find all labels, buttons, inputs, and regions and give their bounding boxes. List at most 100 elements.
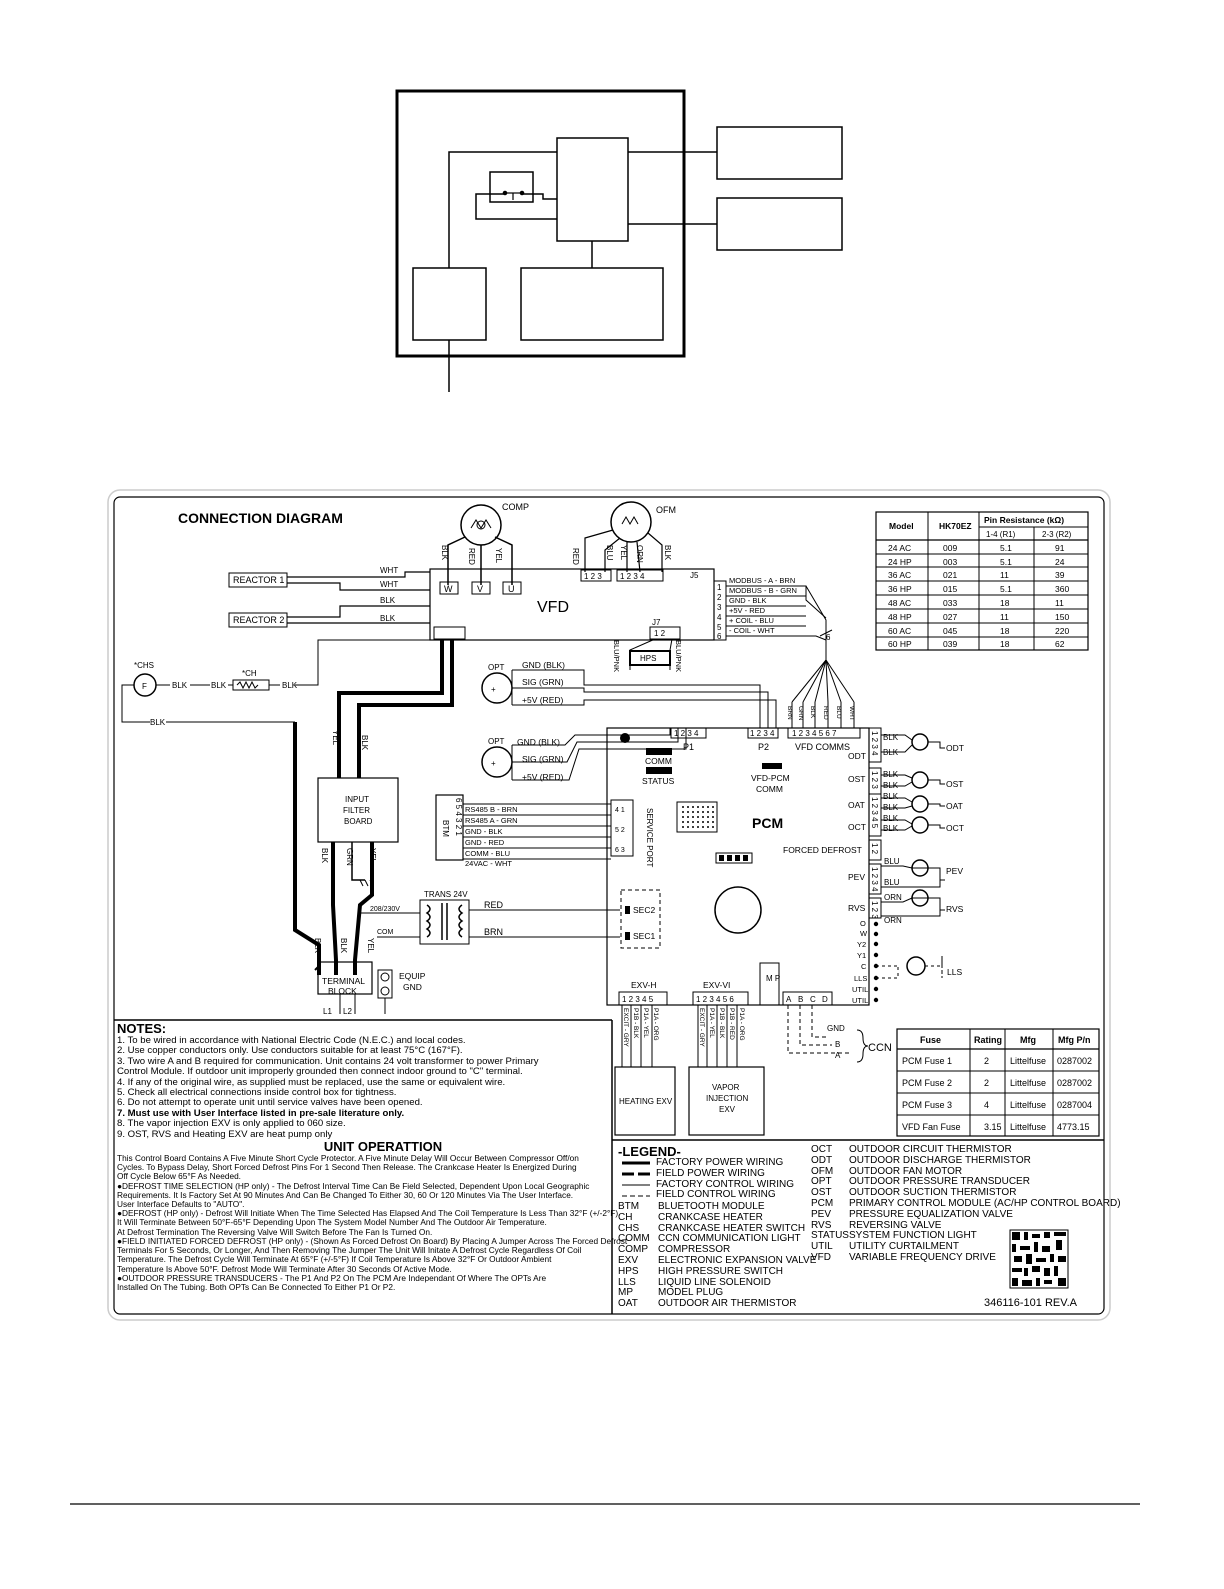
operation-line: At Defrost Termination The Reversing Val… xyxy=(117,1226,433,1237)
legend-desc: CRANKCASE HEATER xyxy=(658,1211,763,1223)
svg-text:1 2 3 4: 1 2 3 4 xyxy=(750,729,775,738)
reactor-wires xyxy=(287,571,430,624)
rvs-sensor-label: RVS xyxy=(946,904,964,914)
legend-desc: HIGH PRESSURE SWITCH xyxy=(658,1265,784,1277)
legend-wiring-item: FACTORY CONTROL WIRING xyxy=(656,1178,794,1190)
reactor-1-label: REACTOR 1 xyxy=(233,575,284,585)
vapor-exv-label: EXV xyxy=(719,1105,736,1114)
j5-label: J5 xyxy=(690,571,699,580)
comp-wire-blk: BLK xyxy=(440,545,449,561)
ccn-wire-b: B xyxy=(835,1040,840,1049)
fuse-table-cell: 0287004 xyxy=(1057,1100,1092,1110)
operation-line: This Control Board Contains A Five Minut… xyxy=(117,1153,579,1164)
note-line: 3. Two wire A and B required for communi… xyxy=(117,1055,539,1067)
pin-table-cell: 91 xyxy=(1055,543,1065,553)
legend-abbrev: OST xyxy=(811,1187,832,1199)
pin-table-cell: 11 xyxy=(1000,570,1009,580)
pin-table-cell: 015 xyxy=(943,584,957,594)
exv-vi-wire: P1B - RED xyxy=(728,1008,735,1040)
fuse-table-cell: Littelfuse xyxy=(1010,1078,1046,1088)
sec-wire-red: RED xyxy=(484,900,504,910)
pin-table-cell: 18 xyxy=(1000,639,1010,649)
modbus-wires xyxy=(726,585,827,641)
oct-sensor-label: OCT xyxy=(946,823,964,833)
bluetooth-module: BTM 6 5 4 3 2 1 RS485 B - BRN RS485 A - … xyxy=(435,794,611,868)
svg-text:6: 6 xyxy=(717,632,722,641)
bus-wire-label: BLU xyxy=(835,706,842,719)
terminal-block-label: TERMINAL xyxy=(322,976,365,986)
legend-desc: CRANKCASE HEATER SWITCH xyxy=(658,1222,806,1234)
ofm-wires xyxy=(584,529,663,573)
notes-title: NOTES: xyxy=(117,1021,167,1036)
pin-table-cell: 360 xyxy=(1055,584,1069,594)
pin-table-cell: 009 xyxy=(943,543,957,553)
svg-text:1 2 3 4 5: 1 2 3 4 5 xyxy=(622,995,654,1004)
ccn-label: CCN xyxy=(868,1042,892,1054)
wire-label-blk: BLK xyxy=(883,824,899,833)
legend-desc: CCN COMMUNICATION LIGHT xyxy=(658,1233,801,1245)
ofm-wire-red: RED xyxy=(571,548,580,565)
terminal-block: TERMINAL BLOCK BLK BLK YEL L1 L2 EQUIP G… xyxy=(313,938,426,1016)
modbus-wire-label: +5V - RED xyxy=(729,606,766,615)
wire-label-blk: BLK xyxy=(883,781,899,790)
legend-section: -LEGEND- FACTORY POWER WIRING FIELD POWE… xyxy=(618,1144,1121,1310)
opt-sensor-2: OPT + GND (BLK) SIG (GRN) +5V (RED) xyxy=(481,728,687,782)
comp-wire-yel: YEL xyxy=(494,548,503,564)
pin-table-header: HK70EZ xyxy=(939,521,972,531)
legend-desc: VARIABLE FREQUENCY DRIVE xyxy=(849,1251,996,1263)
wire-label-blk: BLK xyxy=(883,748,899,757)
pin-resistance-table: Model HK70EZ Pin Resistance (kΩ) 1-4 (R1… xyxy=(875,511,1089,651)
operation-line: ●OUTDOOR PRESSURE TRANSDUCERS - The P1 A… xyxy=(117,1272,547,1283)
chs-label: *CHS xyxy=(134,661,154,670)
legend-abbrev: ODT xyxy=(811,1154,833,1166)
pin-table-cell: 36 AC xyxy=(888,570,911,580)
legend-entry: STATUSSYSTEM FUNCTION LIGHT xyxy=(811,1230,1121,1242)
l1-label: L1 xyxy=(323,1007,332,1016)
pcm-pev-label: PEV xyxy=(848,872,865,882)
com-label: COM xyxy=(377,929,394,936)
sec-wire-brn: BRN xyxy=(484,927,503,937)
legend-abbrev: COMM xyxy=(618,1233,650,1245)
odt-sensor-label: ODT xyxy=(946,743,964,753)
note-line: 4. If any of the original wire, as suppl… xyxy=(117,1076,506,1088)
voltage-label: 208/230V xyxy=(370,906,400,913)
heating-exv-label: HEATING EXV xyxy=(619,1097,673,1106)
pin-table-subheader: 2-3 (R2) xyxy=(1042,530,1072,539)
modbus-wire-label: MODBUS - B - GRN xyxy=(729,586,797,595)
pcm-term-o: O xyxy=(860,919,866,928)
wire-label-blk: BLK xyxy=(339,938,348,954)
btm-label: BTM xyxy=(441,820,450,837)
wire-label-grn: GRN xyxy=(345,848,354,866)
barcode-image xyxy=(1009,1229,1069,1289)
unit-operation-title: UNIT OPERATTION xyxy=(323,1139,443,1155)
operation-line: Requirements. It Is Factory Set At 90 Mi… xyxy=(117,1189,574,1200)
wire-label-blk: BLK xyxy=(883,770,899,779)
pin-table-cell: 18 xyxy=(1000,626,1010,636)
svg-text:1 2 3 4: 1 2 3 4 xyxy=(870,731,879,756)
wire-label-blk: BLK xyxy=(883,792,899,801)
wire-count-6: 6 xyxy=(826,633,831,642)
legend-desc: BLUETOOTH MODULE xyxy=(658,1201,765,1212)
opt-label: OPT xyxy=(488,663,505,672)
input-filter-label: BOARD xyxy=(344,817,373,826)
crankcase-heater-circuit: *CHS F *CH BLK BLK BLK BLK xyxy=(121,639,430,727)
vfd-term-w: W xyxy=(444,584,453,594)
legend-desc: MODEL PLUG xyxy=(658,1287,724,1299)
legend-desc: OUTDOOR FAN MOTOR xyxy=(849,1165,963,1177)
operation-line: Terminals For 5 Seconds, Or Longer, And … xyxy=(117,1245,582,1256)
legend-abbrev: OAT xyxy=(618,1298,638,1310)
pcm-ost-label: OST xyxy=(848,774,865,784)
fuse-table-cell: Littelfuse xyxy=(1010,1122,1046,1132)
legend-desc: OUTDOOR DISCHARGE THERMISTOR xyxy=(849,1154,1031,1166)
svg-text:1 2: 1 2 xyxy=(654,629,666,638)
pin-table-header: Model xyxy=(889,521,914,531)
svg-text:1 2 3: 1 2 3 xyxy=(584,572,602,581)
legend-wiring-item: FACTORY POWER WIRING xyxy=(656,1157,784,1168)
svg-text:+: + xyxy=(491,759,496,768)
